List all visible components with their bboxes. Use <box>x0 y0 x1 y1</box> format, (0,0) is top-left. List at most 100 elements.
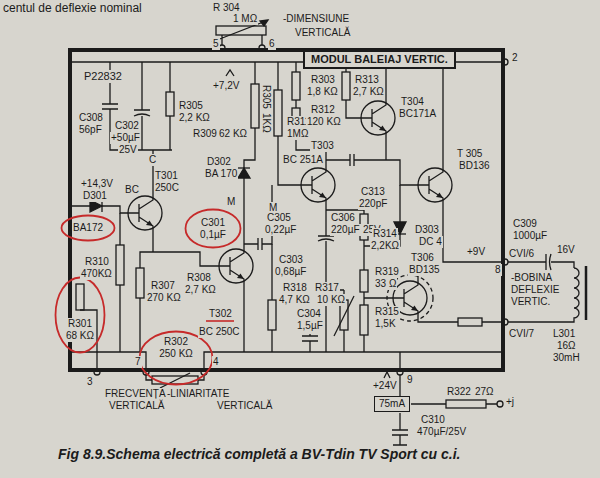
node-text: 68 KΩ <box>66 330 94 342</box>
resistor-symbol <box>360 270 368 292</box>
wire <box>585 266 588 320</box>
component-label: C303 <box>278 254 304 266</box>
resistor-symbol <box>342 72 350 100</box>
component-label: C304 <box>296 308 322 320</box>
component-label: L301 <box>552 328 576 340</box>
transistor-symbol <box>219 249 253 283</box>
component-label: C302 <box>114 120 140 132</box>
component-label: T303 <box>310 140 335 152</box>
wire <box>206 320 234 322</box>
node-text: R301 <box>68 318 92 330</box>
component-label: 1 MΩ <box>232 13 258 25</box>
component-label: 1MΩ <box>286 128 309 140</box>
wire <box>244 62 255 249</box>
resistor-symbol <box>116 245 124 285</box>
wire <box>72 62 505 369</box>
component-label: 2 <box>511 52 519 64</box>
component-label: VERTICALĂ <box>294 27 351 39</box>
wire <box>505 268 579 322</box>
figure-caption: Fig 8.9.Schema electrică completă a BV-T… <box>58 446 461 463</box>
component-label: T301 <box>154 170 179 182</box>
wire <box>226 70 234 76</box>
component-label: 470µF/25V <box>416 426 467 438</box>
component-label: 16Ω <box>556 340 577 352</box>
terminal-pin <box>497 401 503 407</box>
component-label: -BOBINA <box>510 272 553 284</box>
component-label: C <box>148 154 157 166</box>
component-label: C309 <box>512 218 538 230</box>
component-label: 62 KΩ <box>218 128 248 140</box>
component-label: 1,5K <box>374 318 397 330</box>
component-label: 470KΩ <box>80 268 113 280</box>
component-label: +j <box>505 396 515 408</box>
component-label: D301 <box>82 190 108 202</box>
wire <box>119 213 120 352</box>
wire <box>238 168 250 178</box>
component-label: 1KΩ <box>260 112 272 134</box>
component-label: BA 170 <box>204 168 238 180</box>
component-label: 25V <box>118 144 138 156</box>
resistor-symbol <box>166 92 174 116</box>
red-ellipse <box>62 216 115 241</box>
resistor-symbol <box>268 300 276 330</box>
ellipse-outline <box>54 276 106 354</box>
wire <box>384 372 390 378</box>
module-outline: P22832MODUL BALEIAJ VERTIC.BA172C3010,1µ… <box>68 48 505 372</box>
component-label: BC <box>124 184 140 196</box>
component-label: R322 <box>446 386 472 398</box>
component-label: R312 <box>310 104 336 116</box>
node-text: 250 KΩ <box>159 348 193 360</box>
component-label: -LINIARITATE <box>166 388 230 400</box>
component-label: BC171A <box>398 108 437 120</box>
component-label: 270 KΩ <box>146 292 182 304</box>
component-label: C305 <box>266 212 292 224</box>
component-label: T 305 <box>456 148 483 160</box>
component-label: 1,5µF <box>296 320 324 332</box>
resistor-symbol <box>136 268 144 298</box>
transistor-symbol <box>418 168 452 202</box>
resistor-symbol <box>274 90 282 136</box>
component-label: +24V <box>372 380 398 392</box>
component-label: 10 KΩ <box>316 294 346 306</box>
resistor-symbol <box>458 318 482 326</box>
component-label: 220µF <box>330 224 361 236</box>
component-label: +9V <box>466 246 486 258</box>
resistor-symbol <box>292 72 300 100</box>
component-label: BD135 <box>408 264 441 276</box>
node-text: R302 <box>164 336 188 348</box>
component-label: R309 <box>192 128 218 140</box>
component-label: R308 <box>186 272 212 284</box>
component-label: C310 <box>420 414 446 426</box>
current-box: 75mA <box>374 396 410 412</box>
transistor-symbol <box>361 101 395 135</box>
component-label: 4,7 KΩ <box>278 294 311 306</box>
component-label: 27Ω <box>474 386 495 398</box>
component-label: 9 <box>406 374 414 386</box>
component-label: C306 <box>330 212 356 224</box>
red-ellipse <box>186 210 241 248</box>
component-label: 5 <box>212 38 220 50</box>
component-label: 6 <box>268 38 276 50</box>
wire <box>260 20 268 26</box>
component-label: BC 251A <box>282 154 324 166</box>
component-label: R313 <box>354 74 380 86</box>
node-text: 75mA <box>379 398 405 410</box>
component-label: 1000µF <box>512 230 548 242</box>
component-label: CVI/6 <box>508 248 535 260</box>
component-label: 120 KΩ <box>306 116 342 128</box>
component-label: 56pF <box>78 124 103 136</box>
component-label: -DIMENSIUNE <box>282 13 350 25</box>
component-label: 2,7 KΩ <box>184 284 217 296</box>
component-label: 2,7 KΩ <box>352 86 385 98</box>
component-label: 4 <box>212 356 220 368</box>
transistor-symbol <box>301 168 335 202</box>
component-label: centul de deflexie nominal <box>2 1 143 15</box>
red-ellipse <box>56 278 105 353</box>
highlight-ellipse: R302250 KΩ <box>138 330 214 386</box>
wire <box>169 62 170 150</box>
resistor-symbol <box>360 305 368 335</box>
component-label: T306 <box>410 252 435 264</box>
component-label: 2,2KΩ <box>370 240 400 252</box>
module-title-box: MODUL BALEIAJ VERTIC. <box>303 50 456 69</box>
highlight-ellipse: R30168 KΩ <box>54 276 106 354</box>
